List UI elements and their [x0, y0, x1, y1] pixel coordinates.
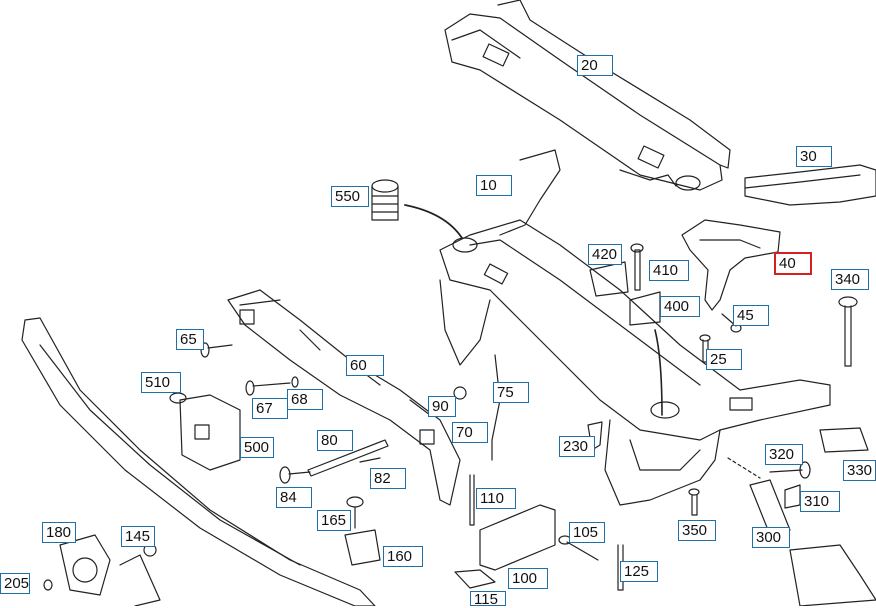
front-support-frame-part [227, 289, 461, 506]
callout-310[interactable]: 310 [800, 491, 840, 512]
callout-10[interactable]: 10 [476, 175, 512, 196]
callout-65[interactable]: 65 [176, 329, 204, 350]
callout-115[interactable]: 115 [470, 591, 506, 607]
right-bracket-parts [727, 427, 876, 606]
callout-125[interactable]: 125 [620, 561, 658, 582]
washer-plate-part [454, 569, 496, 589]
callout-30[interactable]: 30 [796, 146, 832, 167]
callout-68[interactable]: 68 [287, 389, 323, 410]
callout-100[interactable]: 100 [508, 568, 548, 589]
callout-400[interactable]: 400 [660, 296, 700, 317]
lower-left-parts [43, 534, 161, 606]
pin-part [307, 439, 389, 477]
callout-160[interactable]: 160 [383, 546, 423, 567]
callout-105[interactable]: 105 [569, 522, 605, 543]
callout-330[interactable]: 330 [843, 460, 876, 481]
small-fastener-parts [169, 342, 811, 591]
callout-20[interactable]: 20 [577, 55, 613, 76]
rear-bracket-part [744, 164, 876, 206]
callout-25[interactable]: 25 [706, 349, 742, 370]
callout-165[interactable]: 165 [317, 510, 351, 531]
callout-84[interactable]: 84 [276, 487, 312, 508]
callout-510[interactable]: 510 [141, 372, 181, 393]
lower-bracket-part [344, 529, 381, 566]
callout-420[interactable]: 420 [588, 244, 622, 265]
side-bracket-part [179, 394, 241, 471]
callout-40-highlighted[interactable]: 40 [774, 252, 812, 275]
mount-bracket-part [681, 219, 781, 311]
callout-320[interactable]: 320 [765, 444, 803, 465]
callout-67[interactable]: 67 [252, 398, 288, 419]
callout-80[interactable]: 80 [317, 430, 353, 451]
engine-mount-part [371, 179, 463, 239]
callout-60[interactable]: 60 [346, 355, 384, 376]
long-bolt-part [838, 296, 858, 367]
rear-crossmember-part [444, 0, 731, 191]
callout-550[interactable]: 550 [331, 186, 369, 207]
front-bumper-beam-part [21, 317, 376, 606]
callout-90[interactable]: 90 [428, 396, 456, 417]
callout-230[interactable]: 230 [559, 436, 595, 457]
callout-145[interactable]: 145 [121, 526, 155, 547]
callout-110[interactable]: 110 [476, 488, 516, 509]
callout-70[interactable]: 70 [452, 422, 488, 443]
callout-180[interactable]: 180 [42, 522, 76, 543]
callout-500[interactable]: 500 [240, 437, 274, 458]
callout-350[interactable]: 350 [678, 520, 716, 541]
callout-410[interactable]: 410 [649, 260, 689, 281]
callout-205[interactable]: 205 [0, 573, 30, 594]
callout-300[interactable]: 300 [752, 527, 790, 548]
callout-340[interactable]: 340 [831, 269, 869, 290]
callout-82[interactable]: 82 [370, 468, 406, 489]
callout-75[interactable]: 75 [493, 382, 529, 403]
skid-plate-part [479, 504, 556, 571]
callout-45[interactable]: 45 [733, 305, 769, 326]
